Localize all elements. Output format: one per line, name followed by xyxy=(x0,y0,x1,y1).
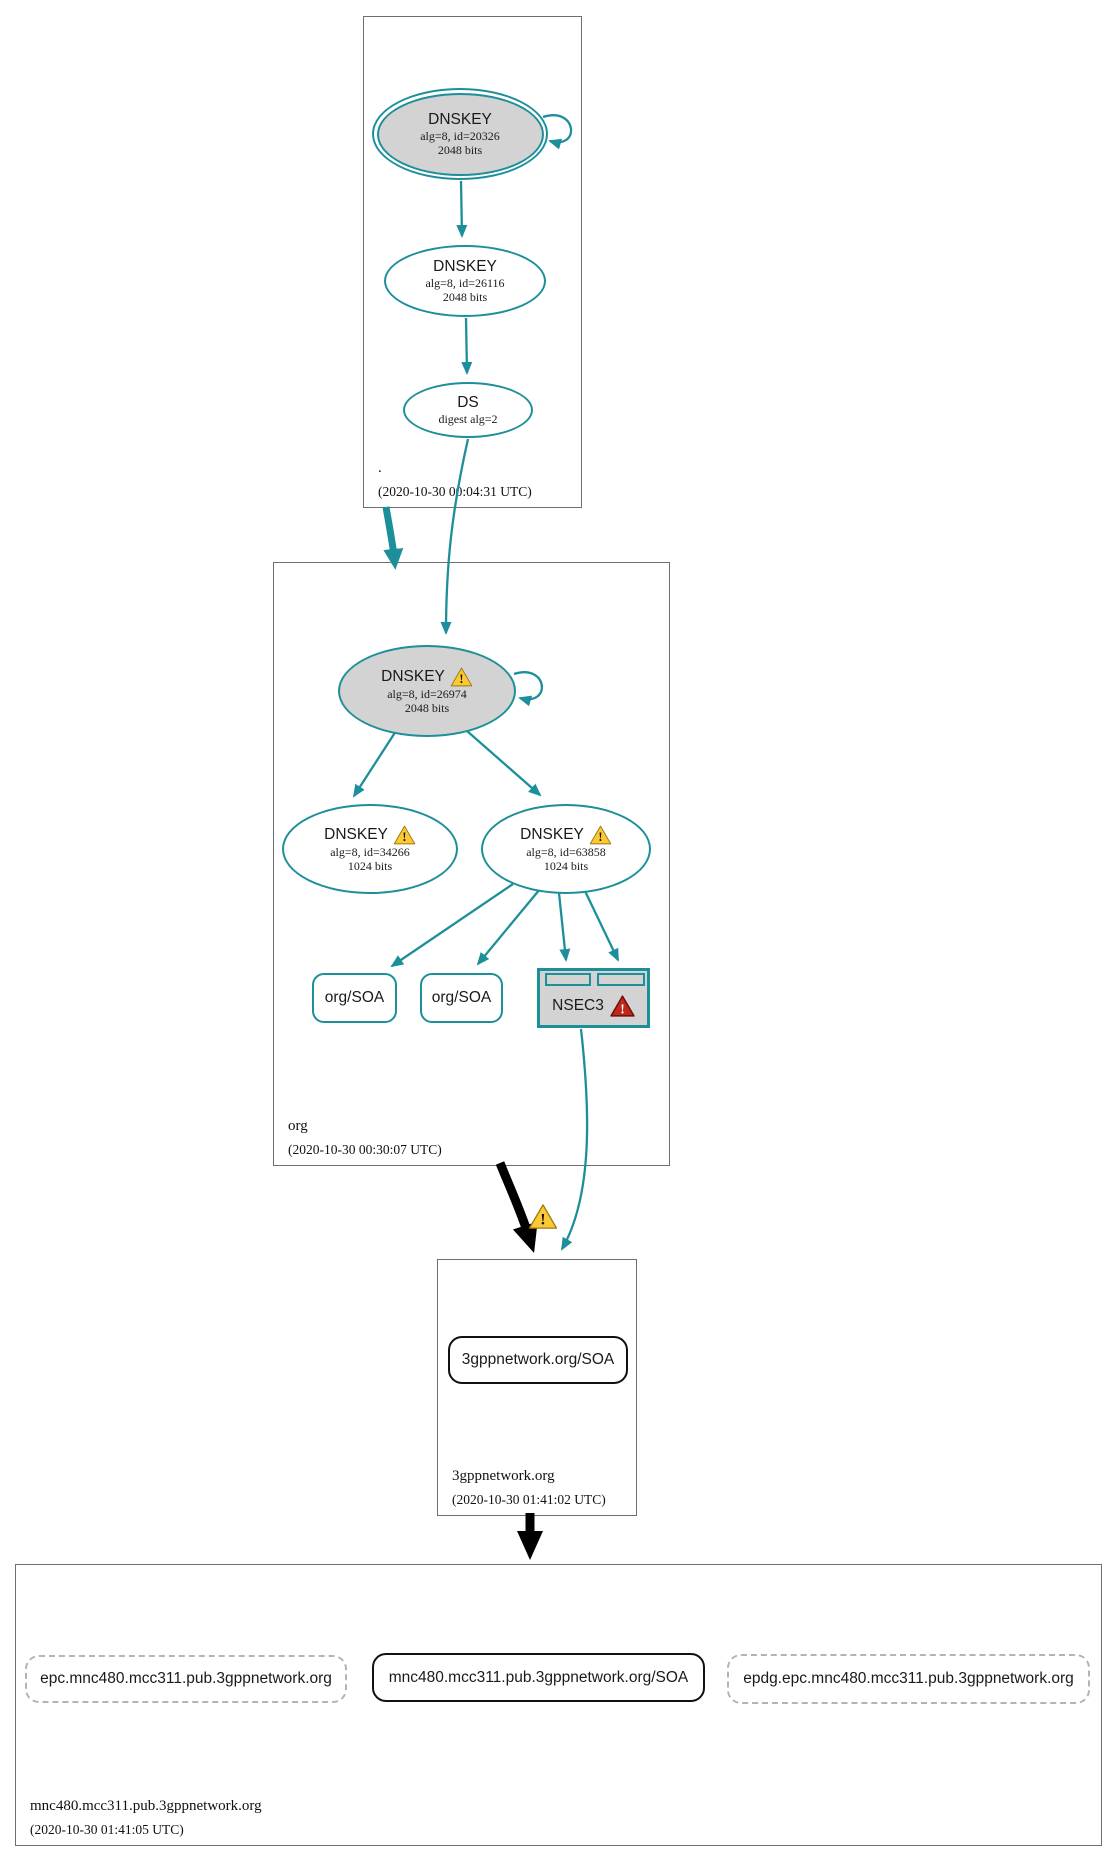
warning-triangle-icon: ! xyxy=(528,1203,558,1230)
node-3gppnetwork-soa[interactable]: 3gppnetwork.org/SOA xyxy=(448,1336,628,1384)
warning-triangle-icon: ! xyxy=(450,667,473,687)
node-root-zsk-detail2: 2048 bits xyxy=(442,289,488,304)
node-root-ksk-body: DNSKEY alg=8, id=20326 2048 bits xyxy=(376,92,544,176)
zone-timestamp-root: (2020-10-30 00:04:31 UTC) xyxy=(378,484,532,499)
node-root-ksk[interactable]: DNSKEY alg=8, id=20326 2048 bits xyxy=(372,88,548,180)
nsec3-cell-1 xyxy=(545,973,591,986)
svg-text:!: ! xyxy=(540,1211,545,1229)
node-org-zsk1-detail1: alg=8, id=34266 xyxy=(330,844,410,859)
node-org-zsk1-detail2: 1024 bits xyxy=(347,859,393,873)
node-org-soa-1-label: org/SOA xyxy=(324,989,385,1006)
zone-name-3gppnetwork-org: 3gppnetwork.org xyxy=(452,1468,555,1484)
node-mnc480-soa[interactable]: mnc480.mcc311.pub.3gppnetwork.org/SOA xyxy=(372,1653,705,1702)
zone-name-org: org xyxy=(288,1118,308,1134)
node-root-zsk-detail1: alg=8, id=26116 xyxy=(425,275,505,290)
zone-timestamp-mnc480: (2020-10-30 01:41:05 UTC) xyxy=(30,1822,184,1837)
svg-text:!: ! xyxy=(459,672,463,686)
node-org-soa-2[interactable]: org/SOA xyxy=(420,973,503,1023)
node-epc-mnc480-label: epc.mnc480.mcc311.pub.3gppnetwork.org xyxy=(40,1670,332,1687)
zone-name-root: . xyxy=(378,460,382,476)
node-org-soa-1[interactable]: org/SOA xyxy=(312,973,397,1023)
node-org-zsk2-detail2: 1024 bits xyxy=(543,859,589,873)
node-root-ksk-detail1: alg=8, id=20326 xyxy=(420,128,500,143)
node-org-zsk1-title: DNSKEY xyxy=(324,825,388,843)
node-root-ksk-title: DNSKEY xyxy=(428,110,492,128)
node-org-zsk2-title: DNSKEY xyxy=(520,825,584,843)
node-epc-mnc480[interactable]: epc.mnc480.mcc311.pub.3gppnetwork.org xyxy=(25,1655,347,1703)
error-triangle-icon: ! xyxy=(610,995,635,1017)
node-3gppnetwork-soa-label: 3gppnetwork.org/SOA xyxy=(461,1351,615,1368)
node-root-ds[interactable]: DS digest alg=2 xyxy=(403,382,533,438)
node-org-ksk-title: DNSKEY xyxy=(381,667,445,685)
zone-box-org: org (2020-10-30 00:30:07 UTC) xyxy=(273,562,670,1166)
node-org-zsk2[interactable]: DNSKEY ! alg=8, id=63858 1024 bits xyxy=(481,804,651,894)
node-org-zsk1[interactable]: DNSKEY ! alg=8, id=34266 1024 bits xyxy=(282,804,458,894)
edge-delegation-org-3gppnetwork xyxy=(495,1161,538,1254)
zone-box-mnc480: mnc480.mcc311.pub.3gppnetwork.org (2020-… xyxy=(15,1564,1102,1846)
node-org-soa-2-label: org/SOA xyxy=(431,989,492,1006)
warning-triangle-icon: ! xyxy=(589,825,612,845)
node-root-ds-detail1: digest alg=2 xyxy=(438,411,498,426)
warning-triangle-icon: ! xyxy=(393,825,416,845)
nsec3-cell-2 xyxy=(597,973,645,986)
node-org-ksk-detail2: 2048 bits xyxy=(404,701,450,715)
zone-name-mnc480: mnc480.mcc311.pub.3gppnetwork.org xyxy=(30,1798,262,1814)
node-root-ds-title: DS xyxy=(457,393,479,411)
node-org-ksk-detail1: alg=8, id=26974 xyxy=(387,686,467,701)
node-org-nsec3-label: NSEC3 xyxy=(552,997,604,1014)
svg-text:!: ! xyxy=(620,1001,625,1016)
node-root-zsk-title: DNSKEY xyxy=(433,257,497,275)
node-org-ksk[interactable]: DNSKEY ! alg=8, id=26974 2048 bits xyxy=(338,645,516,737)
node-root-ksk-detail2: 2048 bits xyxy=(437,142,483,157)
node-epdg-mnc480-label: epdg.epc.mnc480.mcc311.pub.3gppnetwork.o… xyxy=(743,1670,1074,1687)
zone-box-3gppnetwork-org: 3gppnetwork.org (2020-10-30 01:41:02 UTC… xyxy=(437,1259,637,1516)
zone-timestamp-3gppnetwork-org: (2020-10-30 01:41:02 UTC) xyxy=(452,1492,606,1507)
zone-timestamp-org: (2020-10-30 00:30:07 UTC) xyxy=(288,1142,442,1157)
node-epdg-mnc480[interactable]: epdg.epc.mnc480.mcc311.pub.3gppnetwork.o… xyxy=(727,1654,1090,1704)
svg-text:!: ! xyxy=(598,830,602,844)
svg-text:!: ! xyxy=(402,830,406,844)
node-root-zsk[interactable]: DNSKEY alg=8, id=26116 2048 bits xyxy=(384,245,546,317)
node-mnc480-soa-label: mnc480.mcc311.pub.3gppnetwork.org/SOA xyxy=(388,1668,689,1686)
node-org-zsk2-detail1: alg=8, id=63858 xyxy=(526,844,606,859)
edge-delegation-root-org xyxy=(382,506,404,570)
node-org-nsec3[interactable]: NSEC3 ! xyxy=(537,968,650,1028)
